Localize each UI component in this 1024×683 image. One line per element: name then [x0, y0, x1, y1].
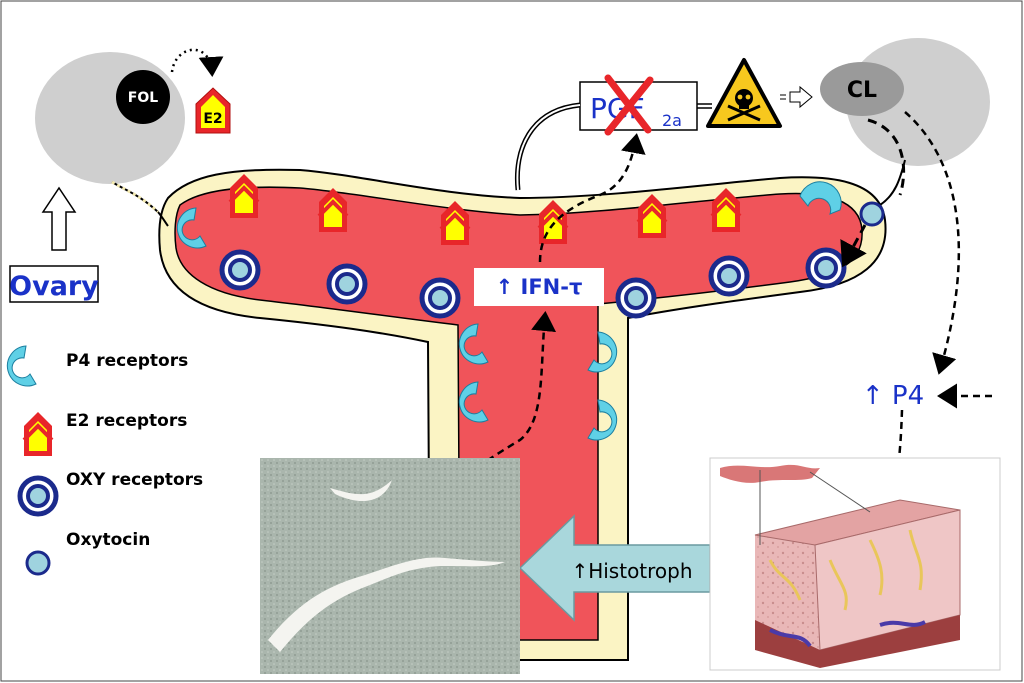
oxytocin-molecule	[859, 201, 885, 227]
p4-receptor	[176, 207, 207, 249]
follicle-label: FOL	[128, 90, 158, 106]
p4-receptor	[587, 331, 618, 373]
p4-receptor	[458, 381, 489, 423]
legend-e2-receptor-icon	[22, 412, 54, 456]
uterine-vein	[514, 102, 581, 191]
e2-receptor	[636, 194, 668, 238]
uterine-e2-receptors	[228, 174, 742, 245]
legend-p4-receptor-icon	[6, 345, 37, 387]
p4-receptor	[458, 323, 489, 365]
uterine-p4-receptors	[176, 181, 842, 441]
legend-oxytocin-icon	[25, 550, 51, 576]
e2-receptor	[439, 201, 471, 245]
pgf-subscript: 2a	[662, 111, 682, 130]
conceptus-micrograph	[260, 458, 520, 674]
left-ovary	[35, 52, 185, 184]
legend-e2-receptors-label: E2 receptors	[66, 411, 187, 431]
p4-receptor	[587, 399, 618, 441]
oxy-receptor	[219, 249, 261, 291]
oxy-receptor	[419, 277, 461, 319]
e2-badge-label: E2	[203, 111, 222, 127]
ifn-tau-box	[474, 268, 604, 306]
legend-oxytocin-label: Oxytocin	[66, 530, 150, 550]
legend-oxy-receptor-icon	[17, 475, 59, 517]
ifn-tau-label: ↑ IFN-τ	[496, 275, 583, 299]
oxytocin-to-receptor-arrow	[840, 224, 867, 268]
p4-receptor	[799, 181, 842, 215]
e2-receptor	[228, 174, 260, 218]
right-oviduct	[879, 159, 906, 206]
e2-badge-inner	[201, 95, 225, 128]
uterine-oxy-receptors	[219, 247, 847, 319]
oxy-receptor	[805, 247, 847, 289]
corpus-luteum-label: CL	[847, 78, 877, 103]
endometrium-illustration	[709, 457, 1001, 671]
ifn-to-pgf-arrow	[538, 133, 646, 263]
oxy-receptor	[615, 277, 657, 319]
histotroph-label: ↑Histotroph	[571, 559, 692, 583]
skull-to-cl-arrow	[789, 85, 813, 109]
ovary-title-box	[9, 265, 99, 303]
oxy-receptor	[326, 263, 368, 305]
cl-to-p4-arrow	[904, 111, 960, 375]
toxic-warning-icon	[706, 58, 782, 128]
e2-receptor	[317, 188, 349, 232]
oxy-receptor	[708, 255, 750, 297]
e2-receptor	[710, 188, 742, 232]
ovary-title: Ovary	[9, 271, 99, 302]
cl-to-oviduct-path	[867, 118, 906, 196]
ovary-up-arrow	[41, 186, 77, 251]
legend-p4-receptors-label: P4 receptors	[66, 351, 188, 371]
corpus-luteum	[820, 62, 904, 116]
legend-oxy-receptors-label: OXY receptors	[66, 470, 203, 490]
fol-to-e2-arrow	[170, 48, 224, 77]
pgf-blocked-x	[604, 74, 654, 136]
follicle	[116, 70, 170, 124]
p4-label: ↑ P4	[862, 381, 924, 411]
legend: P4 receptors E2 receptors OXY receptors …	[6, 345, 203, 576]
